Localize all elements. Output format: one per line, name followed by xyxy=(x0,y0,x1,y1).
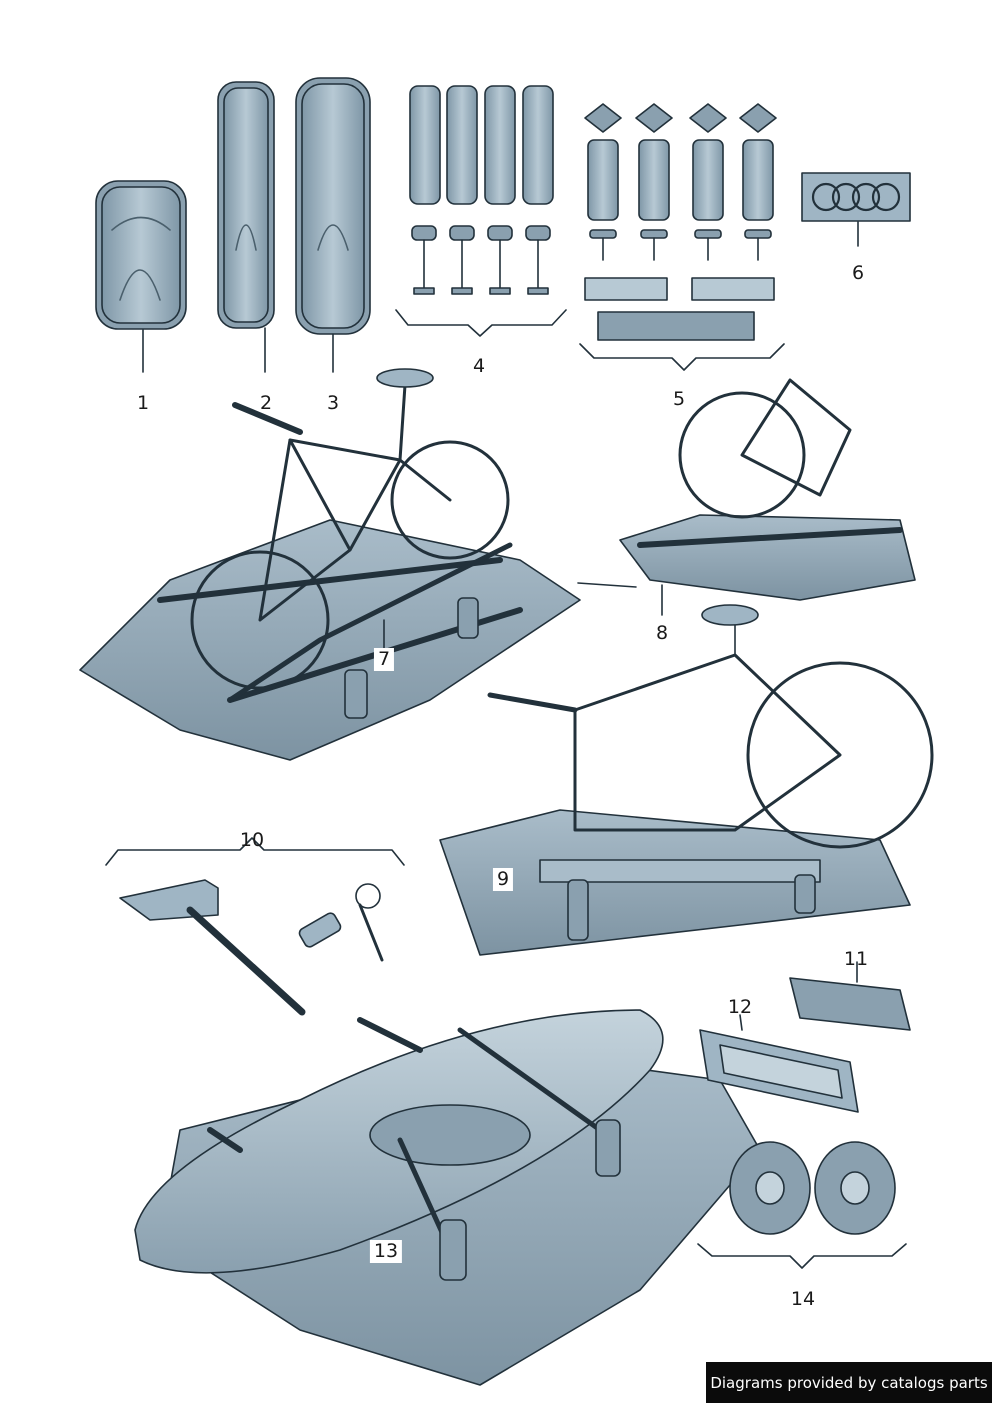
callout-3: 3 xyxy=(326,392,340,414)
emblem-plate xyxy=(801,172,911,222)
tool-and-keys xyxy=(119,879,384,1016)
callout-10: 10 xyxy=(239,829,265,851)
kayak-on-roof-scene xyxy=(134,1009,761,1386)
mounting-feet-set xyxy=(409,85,554,295)
roof-box-small xyxy=(95,180,187,330)
callout-8: 8 xyxy=(655,622,669,644)
callout-12: 12 xyxy=(727,996,753,1018)
callout-4: 4 xyxy=(472,355,486,377)
callout-13: 13 xyxy=(369,1240,403,1263)
attribution-footer: Diagrams provided by catalogs parts xyxy=(706,1362,992,1403)
strap-rolls xyxy=(729,1141,896,1235)
road-bike-scene xyxy=(439,604,934,956)
roof-box-large xyxy=(295,77,371,335)
pad-11 xyxy=(789,977,911,1031)
bracket-10 xyxy=(105,837,405,866)
callout-7: 7 xyxy=(373,648,395,671)
leader-line-8a xyxy=(577,582,637,588)
bike-on-roof-scene xyxy=(79,368,581,761)
bracket-4 xyxy=(395,309,567,337)
clamp-set xyxy=(584,103,777,341)
callout-5: 5 xyxy=(672,388,686,410)
callout-9: 9 xyxy=(492,868,514,891)
callout-14: 14 xyxy=(790,1288,816,1310)
bracket-14 xyxy=(697,1243,907,1269)
callout-6: 6 xyxy=(851,262,865,284)
callout-1: 1 xyxy=(136,392,150,414)
callout-11: 11 xyxy=(843,948,869,970)
bracket-5 xyxy=(579,343,785,371)
roof-box-medium xyxy=(217,81,275,329)
fork-mount-scene xyxy=(619,378,916,601)
pad-12 xyxy=(699,1029,859,1113)
callout-2: 2 xyxy=(259,392,273,414)
leader-12 xyxy=(739,1014,743,1031)
